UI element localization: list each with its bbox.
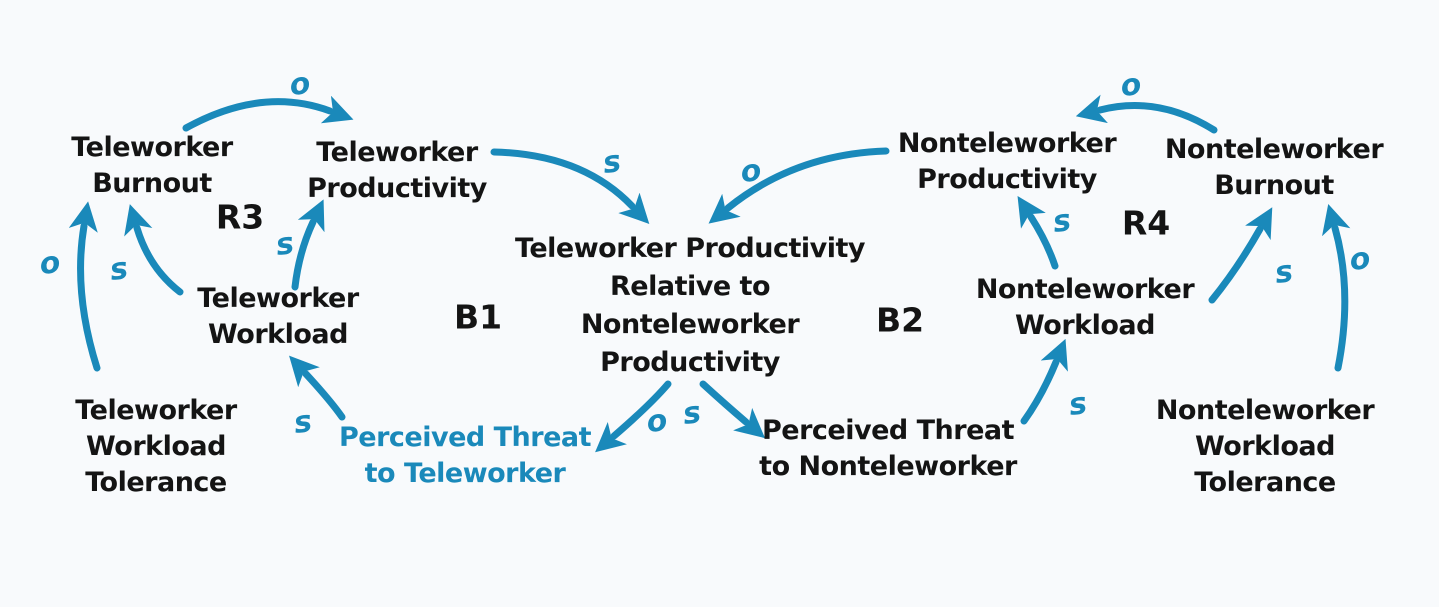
node-label-line: Productivity xyxy=(307,173,487,204)
node-teleworker-workload: Teleworker Workload xyxy=(197,281,359,353)
node-label-line: Nonteleworker xyxy=(897,128,1117,159)
arrow-teleworker-productivity-to-relative-productivity xyxy=(490,148,650,225)
arrow-nonteleworker-burnout-to-nonteleworker-productivity xyxy=(1075,94,1218,134)
polarity-nonteleworker-burnout-to-productivity: o xyxy=(1118,66,1144,105)
arrow-nonteleworker-workload-to-nonteleworker-productivity xyxy=(1017,195,1059,270)
loop-label-r4: R4 xyxy=(1121,203,1171,243)
node-perceived-threat-teleworker: Perceived Threat to Teleworker xyxy=(338,420,592,492)
arrow-nonteleworker-workload-tolerance-to-nonteleworker-burnout xyxy=(1322,203,1351,372)
node-label-line: Perceived Threat xyxy=(338,422,592,453)
polarity-nonteleworker-tolerance-to-burnout: o xyxy=(1347,240,1373,279)
arrow-nonteleworker-workload-to-nonteleworker-burnout xyxy=(1208,207,1273,304)
node-label-line: Teleworker xyxy=(75,395,237,426)
node-nonteleworker-productivity: Nonteleworker Productivity xyxy=(897,126,1117,198)
node-label-line: Teleworker xyxy=(316,137,478,168)
arrow-perceived-threat-teleworker-to-teleworker-workload xyxy=(289,355,346,421)
node-label-line: Workload xyxy=(207,319,349,350)
node-nonteleworker-workload: Nonteleworker Workload xyxy=(975,272,1195,344)
arrow-teleworker-burnout-to-teleworker-productivity xyxy=(182,95,354,132)
node-teleworker-burnout: Teleworker Burnout xyxy=(71,130,233,202)
node-label-line: to Nonteleworker xyxy=(759,451,1017,482)
node-teleworker-productivity: Teleworker Productivity xyxy=(307,135,487,207)
node-label-line: Teleworker xyxy=(197,283,359,314)
node-label-line: Nonteleworker xyxy=(1164,134,1384,165)
arrow-perceived-threat-nonteleworker-to-nonteleworker-workload xyxy=(1020,338,1068,425)
arrow-relative-productivity-to-perceived-threat-teleworker xyxy=(595,380,672,453)
arrow-teleworker-workload-to-teleworker-productivity xyxy=(291,199,325,291)
arrow-nonteleworker-productivity-to-relative-productivity xyxy=(708,147,890,224)
node-label-line: Burnout xyxy=(1214,170,1334,201)
loop-label-r3: R3 xyxy=(215,197,265,237)
polarity-teleworker-tolerance-to-burnout: o xyxy=(37,244,63,283)
node-label-line: Workload xyxy=(1014,310,1156,341)
polarity-relative-to-threat-teleworker: o xyxy=(644,402,670,441)
arrow-teleworker-workload-tolerance-to-teleworker-burnout xyxy=(68,201,101,372)
node-nonteleworker-workload-tolerance: Nonteleworker Workload Tolerance xyxy=(1155,393,1375,501)
node-label-line: Relative to xyxy=(609,271,771,302)
loop-label-b1: B1 xyxy=(453,297,503,337)
node-teleworker-workload-tolerance: Teleworker Workload Tolerance xyxy=(75,393,237,501)
node-label-line: Workload xyxy=(85,431,227,462)
node-label-line: Tolerance xyxy=(1194,467,1336,498)
node-nonteleworker-burnout: Nonteleworker Burnout xyxy=(1164,132,1384,204)
node-label-line: Perceived Threat xyxy=(761,415,1015,446)
arrow-teleworker-workload-to-teleworker-burnout xyxy=(124,204,184,296)
node-label-line: Workload xyxy=(1194,431,1336,462)
node-label-line: to Teleworker xyxy=(364,458,566,489)
node-label-line: Nonteleworker xyxy=(975,274,1195,305)
node-label-line: Burnout xyxy=(92,168,212,199)
node-label-line: Tolerance xyxy=(85,467,227,498)
node-label-line: Nonteleworker xyxy=(580,309,800,340)
node-label-line: Teleworker xyxy=(71,132,233,163)
arrow-relative-productivity-to-perceived-threat-nonteleworker xyxy=(699,380,766,439)
loop-label-b2: B2 xyxy=(875,300,925,340)
polarity-nonteleworker-productivity-to-relative: o xyxy=(738,152,764,191)
node-relative-productivity: Teleworker Productivity Relative to Nont… xyxy=(514,230,866,382)
polarity-teleworker-burnout-to-productivity: o xyxy=(287,65,313,104)
node-label-line: Nonteleworker xyxy=(1155,395,1375,426)
node-label-line: Productivity xyxy=(600,347,780,378)
node-label-line: Productivity xyxy=(917,164,1097,195)
node-perceived-threat-nonteleworker: Perceived Threat to Nonteleworker xyxy=(759,413,1017,485)
node-label-line: Teleworker Productivity xyxy=(514,233,866,264)
